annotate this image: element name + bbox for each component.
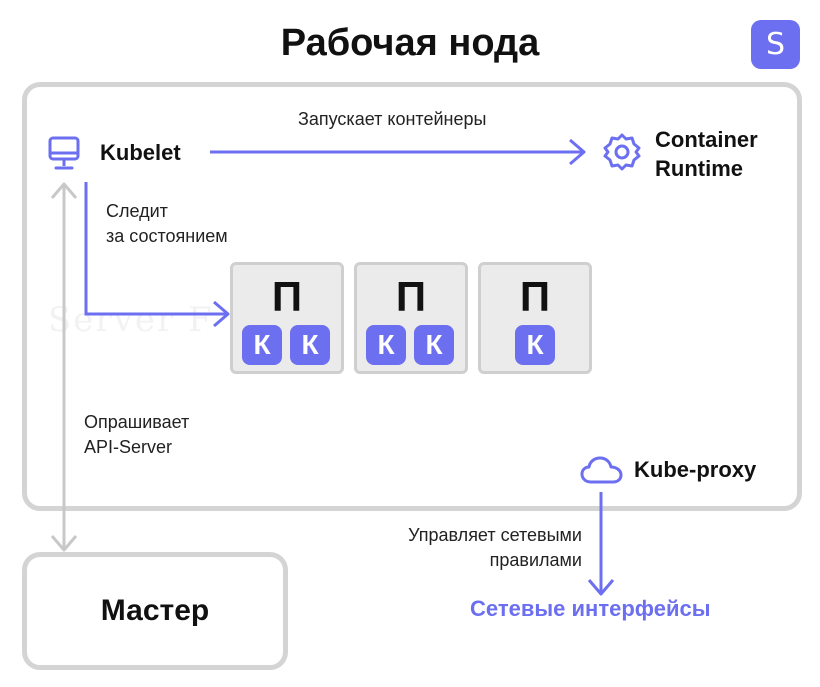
brand-logo: S	[751, 20, 800, 69]
pod-letter: П	[519, 273, 551, 320]
watch-label-line2: за состоянием	[106, 226, 228, 246]
container-box: К	[515, 325, 555, 365]
container-box: К	[366, 325, 406, 365]
container-box: К	[290, 325, 330, 365]
master-box: Мастер	[22, 552, 288, 670]
poll-arrow-head-bottom	[50, 535, 78, 552]
manage-label: Управляет сетевыми правилами	[340, 523, 582, 573]
pod-1: П К К	[230, 262, 344, 374]
container-box: К	[242, 325, 282, 365]
monitor-icon	[48, 136, 80, 170]
kubelet-label: Kubelet	[100, 140, 181, 165]
container-runtime-line2: Runtime	[655, 156, 743, 181]
container-box: К	[414, 325, 454, 365]
pod-letter: П	[395, 273, 427, 320]
poll-label: Опрашивает API-Server	[84, 410, 189, 460]
poll-label-line1: Опрашивает	[84, 412, 190, 432]
watch-label: Следит за состоянием	[106, 199, 228, 249]
launch-label: Запускает контейнеры	[298, 109, 487, 129]
watch-arrow-line	[84, 182, 226, 316]
kube-proxy-label: Kube-proxy	[634, 457, 757, 482]
watermark: Server F	[48, 300, 214, 340]
poll-arrow-head-top	[50, 182, 78, 199]
manage-label-line2: правилами	[489, 550, 582, 570]
pod-letter: П	[271, 273, 303, 320]
pod-3: П К	[478, 262, 592, 374]
gear-icon	[603, 133, 641, 171]
page-title: Рабочая нода	[280, 22, 540, 64]
pod-2: П К К	[354, 262, 468, 374]
poll-label-line2: API-Server	[84, 437, 173, 457]
cloud-icon	[580, 456, 623, 484]
watch-arrow-head	[213, 300, 230, 328]
worker-node-box	[22, 82, 802, 511]
container-runtime-label: Container Runtime	[655, 125, 758, 183]
manage-arrow-head	[587, 579, 615, 596]
launch-arrow-head	[569, 138, 586, 166]
watch-label-line1: Следит	[106, 201, 168, 221]
container-runtime-line1: Container	[655, 127, 758, 152]
network-interfaces-label: Сетевые интерфейсы	[470, 596, 711, 621]
manage-label-line1: Управляет сетевыми	[408, 525, 582, 545]
